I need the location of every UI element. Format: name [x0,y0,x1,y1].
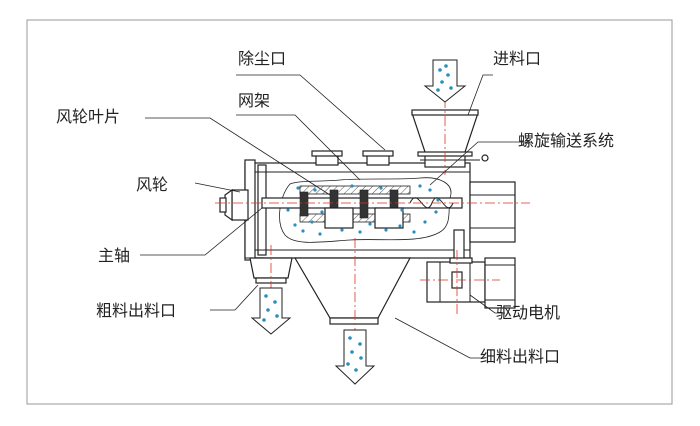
label-main-shaft: 主轴 [98,246,130,265]
label-fine-outlet: 细料出料口 [480,347,560,366]
feed-hopper [411,109,489,168]
label-screw-conveyor: 螺旋输送系统 [518,131,614,150]
diagram-border [26,19,673,405]
fine-outlet-hopper [293,257,411,325]
machine-body [219,150,516,279]
label-drive-motor: 驱动电机 [496,303,560,322]
leader-lines [140,74,530,359]
label-dust-outlet: 除尘口 [238,49,286,68]
label-impeller: 风轮 [136,175,168,194]
center-lines [215,98,530,330]
label-feed-inlet: 进料口 [493,49,541,68]
label-impeller-blade: 风轮叶片 [56,107,120,126]
drive-motor [426,257,516,309]
coarse-out-arrow [250,287,292,335]
particles-in-drum [286,184,440,236]
label-mesh-frame: 网架 [238,91,270,110]
label-coarse-outlet: 粗料出料口 [96,301,176,320]
feed-arrow [423,59,467,103]
fine-out-arrow [334,329,376,385]
